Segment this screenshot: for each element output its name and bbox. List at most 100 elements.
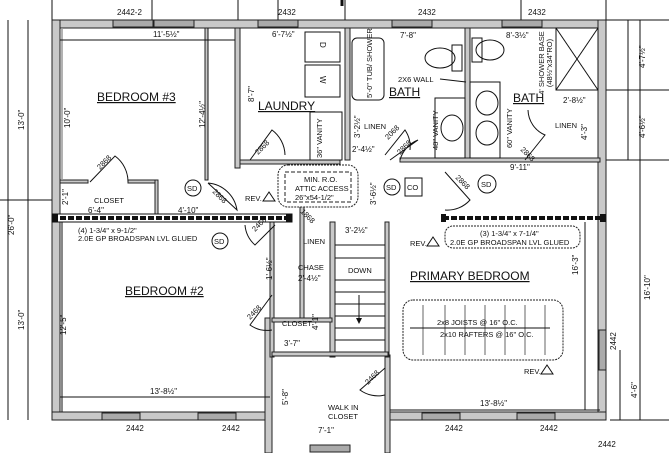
window xyxy=(197,412,237,421)
window xyxy=(501,19,543,28)
dimension: 4'-10" xyxy=(178,206,199,215)
window xyxy=(257,19,299,28)
room-label-bath: BATH xyxy=(513,91,544,105)
vanity-36 xyxy=(309,111,343,161)
shower-label-box: 4' SHOWER BASE (48½"x34"RO) xyxy=(538,31,554,95)
dimension: 2'-1" xyxy=(61,189,70,205)
dimension: 5'-8" xyxy=(281,389,290,405)
dimension: 6'-4" xyxy=(88,206,104,215)
dimensions: 26'-0" 13'-0" 13'-0" 11'-5½" 6'-7½" 7'-8… xyxy=(7,30,652,435)
joist-note: 2x8 JOISTS @ 16" O.C. 2x10 RAFTERS @ 16"… xyxy=(402,299,564,361)
door-label: 2868 xyxy=(454,173,472,191)
tub xyxy=(351,37,385,101)
dimension: 8'-3½" xyxy=(506,31,529,40)
revision-triangle-icon xyxy=(540,364,554,375)
room-label-walk-in-closet: WALK IN xyxy=(328,403,359,412)
dimension: 7'-1" xyxy=(318,426,334,435)
dimension: 3'-2½" xyxy=(353,115,362,138)
revision-note: REV. xyxy=(524,367,541,376)
window xyxy=(309,444,351,453)
dimension: 2'-4½" xyxy=(298,274,321,283)
beam-note: 2.0E GP BROADSPAN LVL GLUED xyxy=(450,238,570,247)
smoke-detector-icon xyxy=(211,232,229,250)
dimension: 2'-8½" xyxy=(563,96,586,105)
sd-label: SD xyxy=(481,180,492,189)
dryer xyxy=(304,31,341,63)
vanity-label: 36" VANITY xyxy=(315,118,324,158)
vanity-label: 48" VANITY xyxy=(431,110,440,150)
window-label: 2442 xyxy=(222,424,240,433)
dimension: 4'-7½" xyxy=(638,45,647,68)
beam-note: (3) 1-3/4" x 7-1/4" xyxy=(480,229,539,238)
dimension: 4'-6" xyxy=(630,382,639,398)
attic-access-note: MIN. R.O. ATTIC ACCESS 26"x54-1/2" xyxy=(277,164,359,208)
dimension: 16'-10" xyxy=(643,275,652,300)
beam-note: (4) 1-3/4" x 9-1/2" xyxy=(78,226,137,235)
dimension: 13'-0" xyxy=(17,309,26,330)
dimension: 4'-3" xyxy=(580,124,589,140)
window xyxy=(516,412,556,421)
room-label-bath: BATH xyxy=(389,85,420,99)
dimension: 9'-11" xyxy=(510,163,530,172)
dimension: 16'-3" xyxy=(571,254,580,275)
room-label-linen: LINEN xyxy=(364,122,386,131)
window-label: 2442 xyxy=(609,332,618,350)
room-label-closet: CLOSET xyxy=(94,196,124,205)
window-label: 2442 xyxy=(540,424,558,433)
smoke-detector-icon xyxy=(477,174,497,194)
stairs-label: DOWN xyxy=(348,266,372,275)
vanity-48 xyxy=(434,97,466,159)
room-label-bedroom-2: BEDROOM #2 xyxy=(125,284,204,298)
note-text: 26"x54-1/2" xyxy=(295,193,334,202)
dimension: 12'-5" xyxy=(59,314,68,335)
windows xyxy=(101,19,607,453)
note-text: 2x8 JOISTS @ 16" O.C. xyxy=(437,318,518,327)
wall-note: 2X6 WALL xyxy=(398,75,434,84)
revision-triangle-icon xyxy=(262,191,276,202)
washer xyxy=(304,64,341,98)
window xyxy=(101,412,141,421)
toilet xyxy=(475,39,505,61)
dimension: 13'-8½" xyxy=(150,387,177,396)
window-label: 2432 xyxy=(418,8,436,17)
dimension: 26'-0" xyxy=(7,214,16,235)
window-label: 2442-2 xyxy=(117,8,142,17)
toilet xyxy=(424,47,456,69)
window-labels: 2442-2 2432 2432 2432 2442 2442 2442 244… xyxy=(117,8,618,449)
room-label-linen: LINEN xyxy=(555,121,577,130)
shower xyxy=(555,27,599,91)
window-label: 2432 xyxy=(528,8,546,17)
room-label-bedroom-3: BEDROOM #3 xyxy=(97,90,176,104)
dimension-lines xyxy=(7,20,641,420)
dimension: 3'-7" xyxy=(284,339,300,348)
revision-triangle-icon xyxy=(426,236,440,247)
door-label: 2868 xyxy=(395,138,413,156)
note-text: MIN. R.O. xyxy=(304,175,337,184)
window-label: 2442 xyxy=(598,440,616,449)
room-label-chase: CHASE xyxy=(298,263,324,272)
note-text: 2x10 RAFTERS @ 16" O.C. xyxy=(440,330,534,339)
window xyxy=(153,19,195,28)
smoke-detector-icon xyxy=(383,178,401,196)
note-text: ATTIC ACCESS xyxy=(295,184,349,193)
dimension: 8'-7" xyxy=(247,86,256,102)
door-label: 2868 xyxy=(253,138,271,156)
beam-right xyxy=(441,214,606,222)
dryer-label: D xyxy=(318,42,327,48)
stairs: DOWN xyxy=(335,244,385,341)
dimension: 1'-6½" xyxy=(265,257,274,280)
room-label-primary-bedroom: PRIMARY BEDROOM xyxy=(410,269,530,283)
sd-label: SD xyxy=(214,237,225,246)
beam-note: 2.0E GP BROADSPAN LVL GLUED xyxy=(78,234,198,243)
door-label: 2468 xyxy=(245,303,263,321)
dimension: 10'-0" xyxy=(63,107,72,128)
window xyxy=(112,19,154,28)
revision-note: REV. xyxy=(410,239,427,248)
dimension: 3'-6½" xyxy=(369,182,378,205)
window xyxy=(421,412,461,421)
window-label: 2442 xyxy=(126,424,144,433)
room-label-closet: CLOSET xyxy=(282,319,312,328)
beam-left xyxy=(51,213,293,223)
co-detector-icon xyxy=(404,177,423,197)
